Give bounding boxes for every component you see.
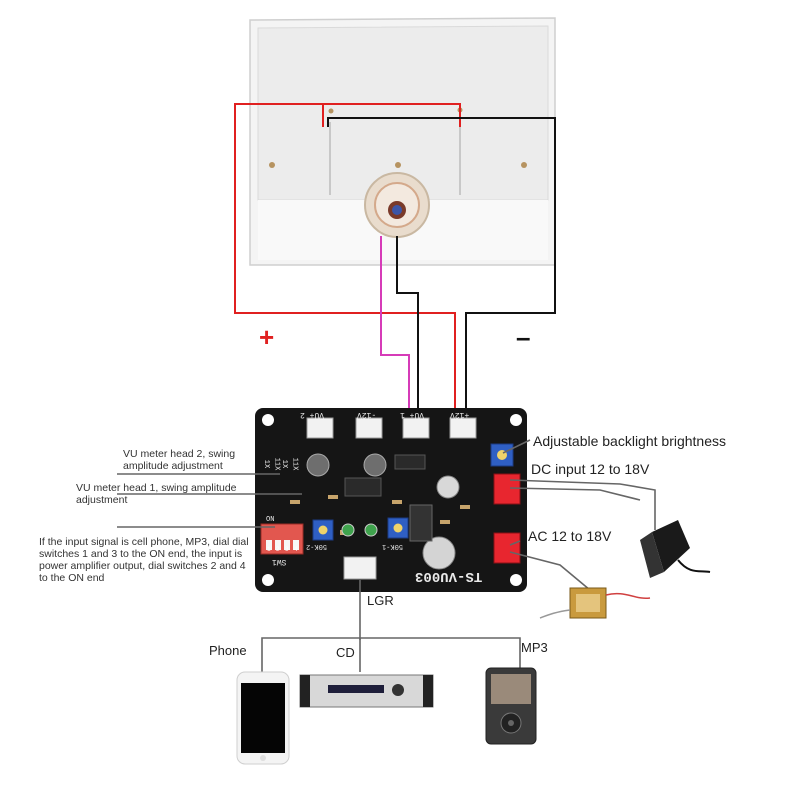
positive-wire (234, 103, 461, 420)
backlight-label: Adjustable backlight brightness (533, 433, 727, 449)
dip-number-3: 3 (285, 546, 289, 553)
leader-lines (117, 439, 656, 672)
signal-wire (380, 236, 410, 420)
mp3-player (485, 667, 537, 745)
pot-label-1: 50K-1 (382, 542, 404, 550)
connector-label-plus12: +12V (450, 410, 470, 419)
negative-wire (327, 117, 556, 420)
mp3-label: MP3 (521, 640, 548, 655)
lgr-label: LGR (367, 593, 394, 608)
pot-label-2: 50K-2 (306, 542, 328, 550)
dip-on-label: ON (266, 516, 275, 524)
positive-sign: + (259, 322, 275, 352)
dip-number-4: 4 (294, 546, 298, 553)
head1-adjust-label: VU meter head 1, swing amplitude adjustm… (76, 482, 237, 506)
cd-label: CD (336, 645, 355, 660)
connector-label-minus12: -12V (357, 410, 377, 419)
connector-label-vu2: VU+ 2 (300, 410, 325, 419)
dip-label: SW1 (272, 557, 287, 566)
negative-sign: – (516, 322, 531, 352)
board-model: TS-VU003 (415, 568, 483, 584)
vu-meter-head (249, 17, 556, 266)
meter-movement (364, 172, 430, 238)
dc-adapter (640, 520, 711, 578)
phone-device (236, 671, 290, 765)
x-label-2: 11X (272, 457, 281, 471)
x-label-3: 1X (280, 459, 289, 469)
dc-input-label: DC input 12 to 18V (531, 461, 650, 477)
head2-adjust-label: VU meter head 2, swing amplitude adjustm… (123, 448, 236, 472)
x-label-4: 11X (290, 457, 299, 471)
driver-board (255, 408, 527, 592)
phone-label: Phone (209, 643, 247, 658)
cd-player (299, 674, 434, 708)
connector-label-vu1: VU+ 1 (400, 410, 425, 419)
ac-transformer (539, 587, 651, 619)
ac-input-label: AC 12 to 18V (528, 528, 612, 544)
dip-number-1: 1 (267, 546, 274, 553)
dip-switch-note: If the input signal is cell phone, MP3, … (39, 536, 249, 584)
dip-number-2: 2 (276, 546, 280, 553)
